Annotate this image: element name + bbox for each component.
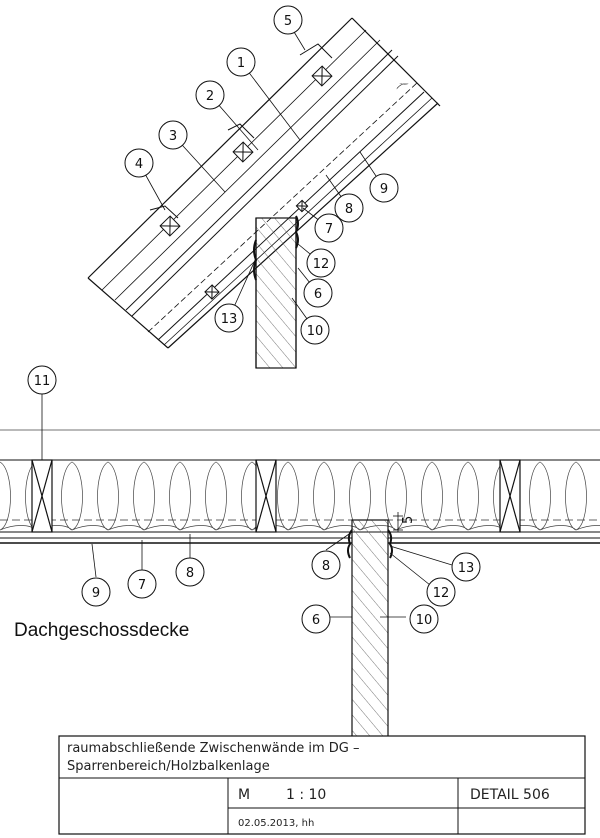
callout-6-ceiling: 6 <box>301 604 331 634</box>
svg-text:10: 10 <box>416 613 433 628</box>
roof-inner-surface-line <box>167 102 439 349</box>
roof-batten-line <box>114 39 381 301</box>
scale-value: 1 : 10 <box>286 787 326 803</box>
svg-text:7: 7 <box>138 578 146 593</box>
roof-battens <box>159 65 333 300</box>
svg-text:3: 3 <box>169 129 177 144</box>
roof-sealant-right <box>294 215 299 249</box>
ceiling-joists <box>31 459 521 533</box>
batten-2 <box>232 141 254 163</box>
joist-middle <box>255 459 277 533</box>
callout-9-roof: 9 <box>369 173 399 203</box>
roof-section-cut-top <box>351 17 441 107</box>
callout-13-roof: 13 <box>214 303 244 333</box>
ceiling-insulation-pattern <box>0 461 600 531</box>
ceiling-leaders <box>41 394 453 618</box>
callout-6-roof: 6 <box>303 278 333 308</box>
svg-text:12: 12 <box>433 586 450 601</box>
joist-right <box>499 459 521 533</box>
callout-11: 11 <box>27 365 57 395</box>
joist-11 <box>31 459 53 533</box>
svg-text:12: 12 <box>313 257 330 272</box>
title-line-2: Sparrenbereich/Holzbalkenlage <box>67 759 270 774</box>
callouts: 1 2 3 4 5 9 8 7 12 6 10 13 11 9 7 8 8 13… <box>27 5 481 634</box>
lower-batten <box>204 284 220 300</box>
roof-outer-top-line <box>87 17 353 279</box>
title-line-1: raumabschließende Zwischenwände im DG – <box>67 741 360 756</box>
callout-9-ceiling: 9 <box>81 577 111 607</box>
roof-vapor-barrier-line <box>147 81 419 333</box>
svg-text:13: 13 <box>458 561 475 576</box>
title-block: raumabschließende Zwischenwände im DG – … <box>58 735 586 835</box>
detail-label: DETAIL 506 <box>470 787 550 803</box>
dimension-label: 5 <box>401 516 416 524</box>
callout-8-wall: 8 <box>311 550 341 580</box>
callout-12-roof: 12 <box>306 248 336 278</box>
ceiling-section: 5 Dachgeschossdecke <box>0 394 600 739</box>
svg-text:11: 11 <box>34 374 51 389</box>
svg-text:8: 8 <box>186 566 194 581</box>
svg-text:1: 1 <box>237 56 245 71</box>
callout-1: 1 <box>226 47 256 77</box>
insulation-bottom-line <box>157 91 425 341</box>
insulation-top-line <box>131 55 399 317</box>
svg-text:8: 8 <box>345 202 353 217</box>
scale-prefix: M <box>238 787 250 803</box>
callout-13-ceiling: 13 <box>451 552 481 582</box>
svg-text:7: 7 <box>325 222 333 237</box>
svg-text:5: 5 <box>284 14 292 29</box>
batten-4 <box>159 215 181 237</box>
callout-7-ceiling: 7 <box>127 569 157 599</box>
batten-5 <box>311 65 333 87</box>
drawing-date: 02.05.2013, hh <box>238 818 314 829</box>
ceiling-sealant-right <box>387 529 393 559</box>
roof-partition-wall <box>255 217 297 369</box>
svg-text:8: 8 <box>322 559 330 574</box>
svg-text:4: 4 <box>135 157 143 172</box>
callout-12-ceiling: 12 <box>426 577 456 607</box>
section-label: Dachgeschossdecke <box>14 620 189 641</box>
callout-10-ceiling: 10 <box>409 604 439 634</box>
roof-sealant-left <box>253 239 258 281</box>
upper-small-batten <box>295 199 309 213</box>
callout-7-roof: 7 <box>314 213 344 243</box>
ceiling-partition-wall <box>351 519 389 739</box>
callout-2: 2 <box>195 80 225 110</box>
callout-4: 4 <box>124 148 154 178</box>
callout-8-ceiling: 8 <box>175 557 205 587</box>
callout-8-roof: 8 <box>334 193 364 223</box>
svg-text:2: 2 <box>206 89 214 104</box>
svg-text:6: 6 <box>312 613 320 628</box>
svg-text:9: 9 <box>380 182 388 197</box>
callout-5: 5 <box>273 5 303 35</box>
svg-text:6: 6 <box>314 287 322 302</box>
callout-10-roof: 10 <box>300 315 330 345</box>
roof-leaders <box>138 21 385 331</box>
callout-3: 3 <box>158 120 188 150</box>
roof-tiles <box>149 43 333 219</box>
svg-text:9: 9 <box>92 586 100 601</box>
title-block-frame <box>58 735 586 835</box>
svg-text:13: 13 <box>221 312 238 327</box>
svg-text:10: 10 <box>307 324 324 339</box>
roof-membrane-line <box>125 49 393 311</box>
roof-section-cut-bottom <box>87 277 169 349</box>
